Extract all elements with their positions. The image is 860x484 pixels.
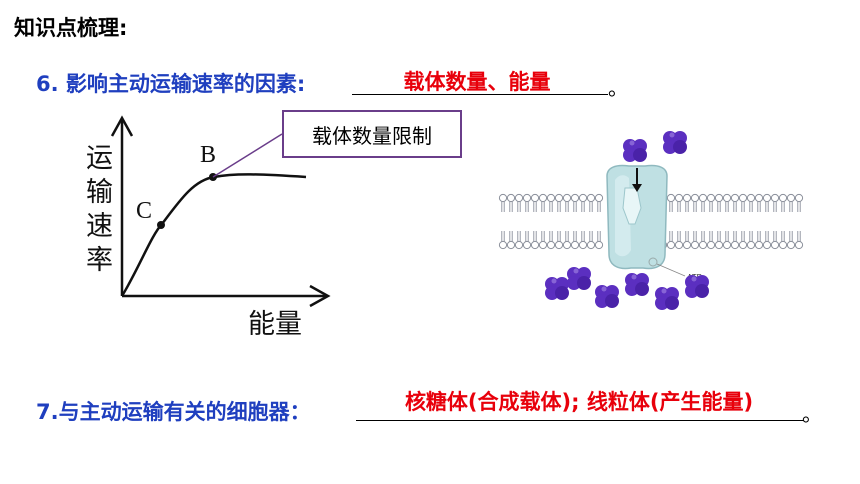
question-7: 7.与主动运输有关的细胞器： — [36, 400, 311, 424]
callout-box: 载体数量限制 — [282, 110, 462, 158]
point-c-label: C — [136, 198, 153, 224]
question-6: 6. 影响主动运输速率的因素: — [36, 72, 306, 96]
answer-6-period: 。 — [608, 76, 628, 100]
solute-molecule — [567, 267, 591, 290]
point-c-dot — [157, 221, 165, 229]
callout-leader-line — [212, 133, 283, 178]
x-axis-label: 能量 — [248, 309, 302, 340]
solute-molecule — [685, 275, 709, 298]
atp-site-icon — [648, 257, 658, 267]
rate-curve — [120, 173, 307, 297]
y-axis-arrow — [110, 115, 134, 137]
point-b-label: B — [200, 142, 217, 168]
solute-molecule — [663, 131, 687, 154]
y-axis-label: 运输速率 — [86, 143, 113, 276]
carrier-protein — [606, 164, 668, 270]
answer-7-period: 。 — [802, 402, 822, 426]
answer-7-underline — [356, 420, 804, 421]
rate-energy-graph — [110, 115, 331, 308]
solute-molecule — [655, 287, 679, 310]
x-axis-arrow — [309, 284, 331, 308]
atp-leader-line — [656, 263, 686, 277]
solute-molecule — [545, 277, 569, 300]
answer-6-underline — [352, 94, 608, 95]
solute-molecule — [595, 285, 619, 308]
solute-molecule — [623, 139, 647, 162]
page-heading: 知识点梳理: — [14, 16, 128, 40]
solute-molecule — [625, 273, 649, 296]
membrane-transport-diagram: ATP — [498, 131, 804, 310]
answer-7: 核糖体(合成载体); 线粒体(产生能量) — [404, 390, 754, 414]
answer-6: 载体数量、能量 — [403, 70, 551, 94]
